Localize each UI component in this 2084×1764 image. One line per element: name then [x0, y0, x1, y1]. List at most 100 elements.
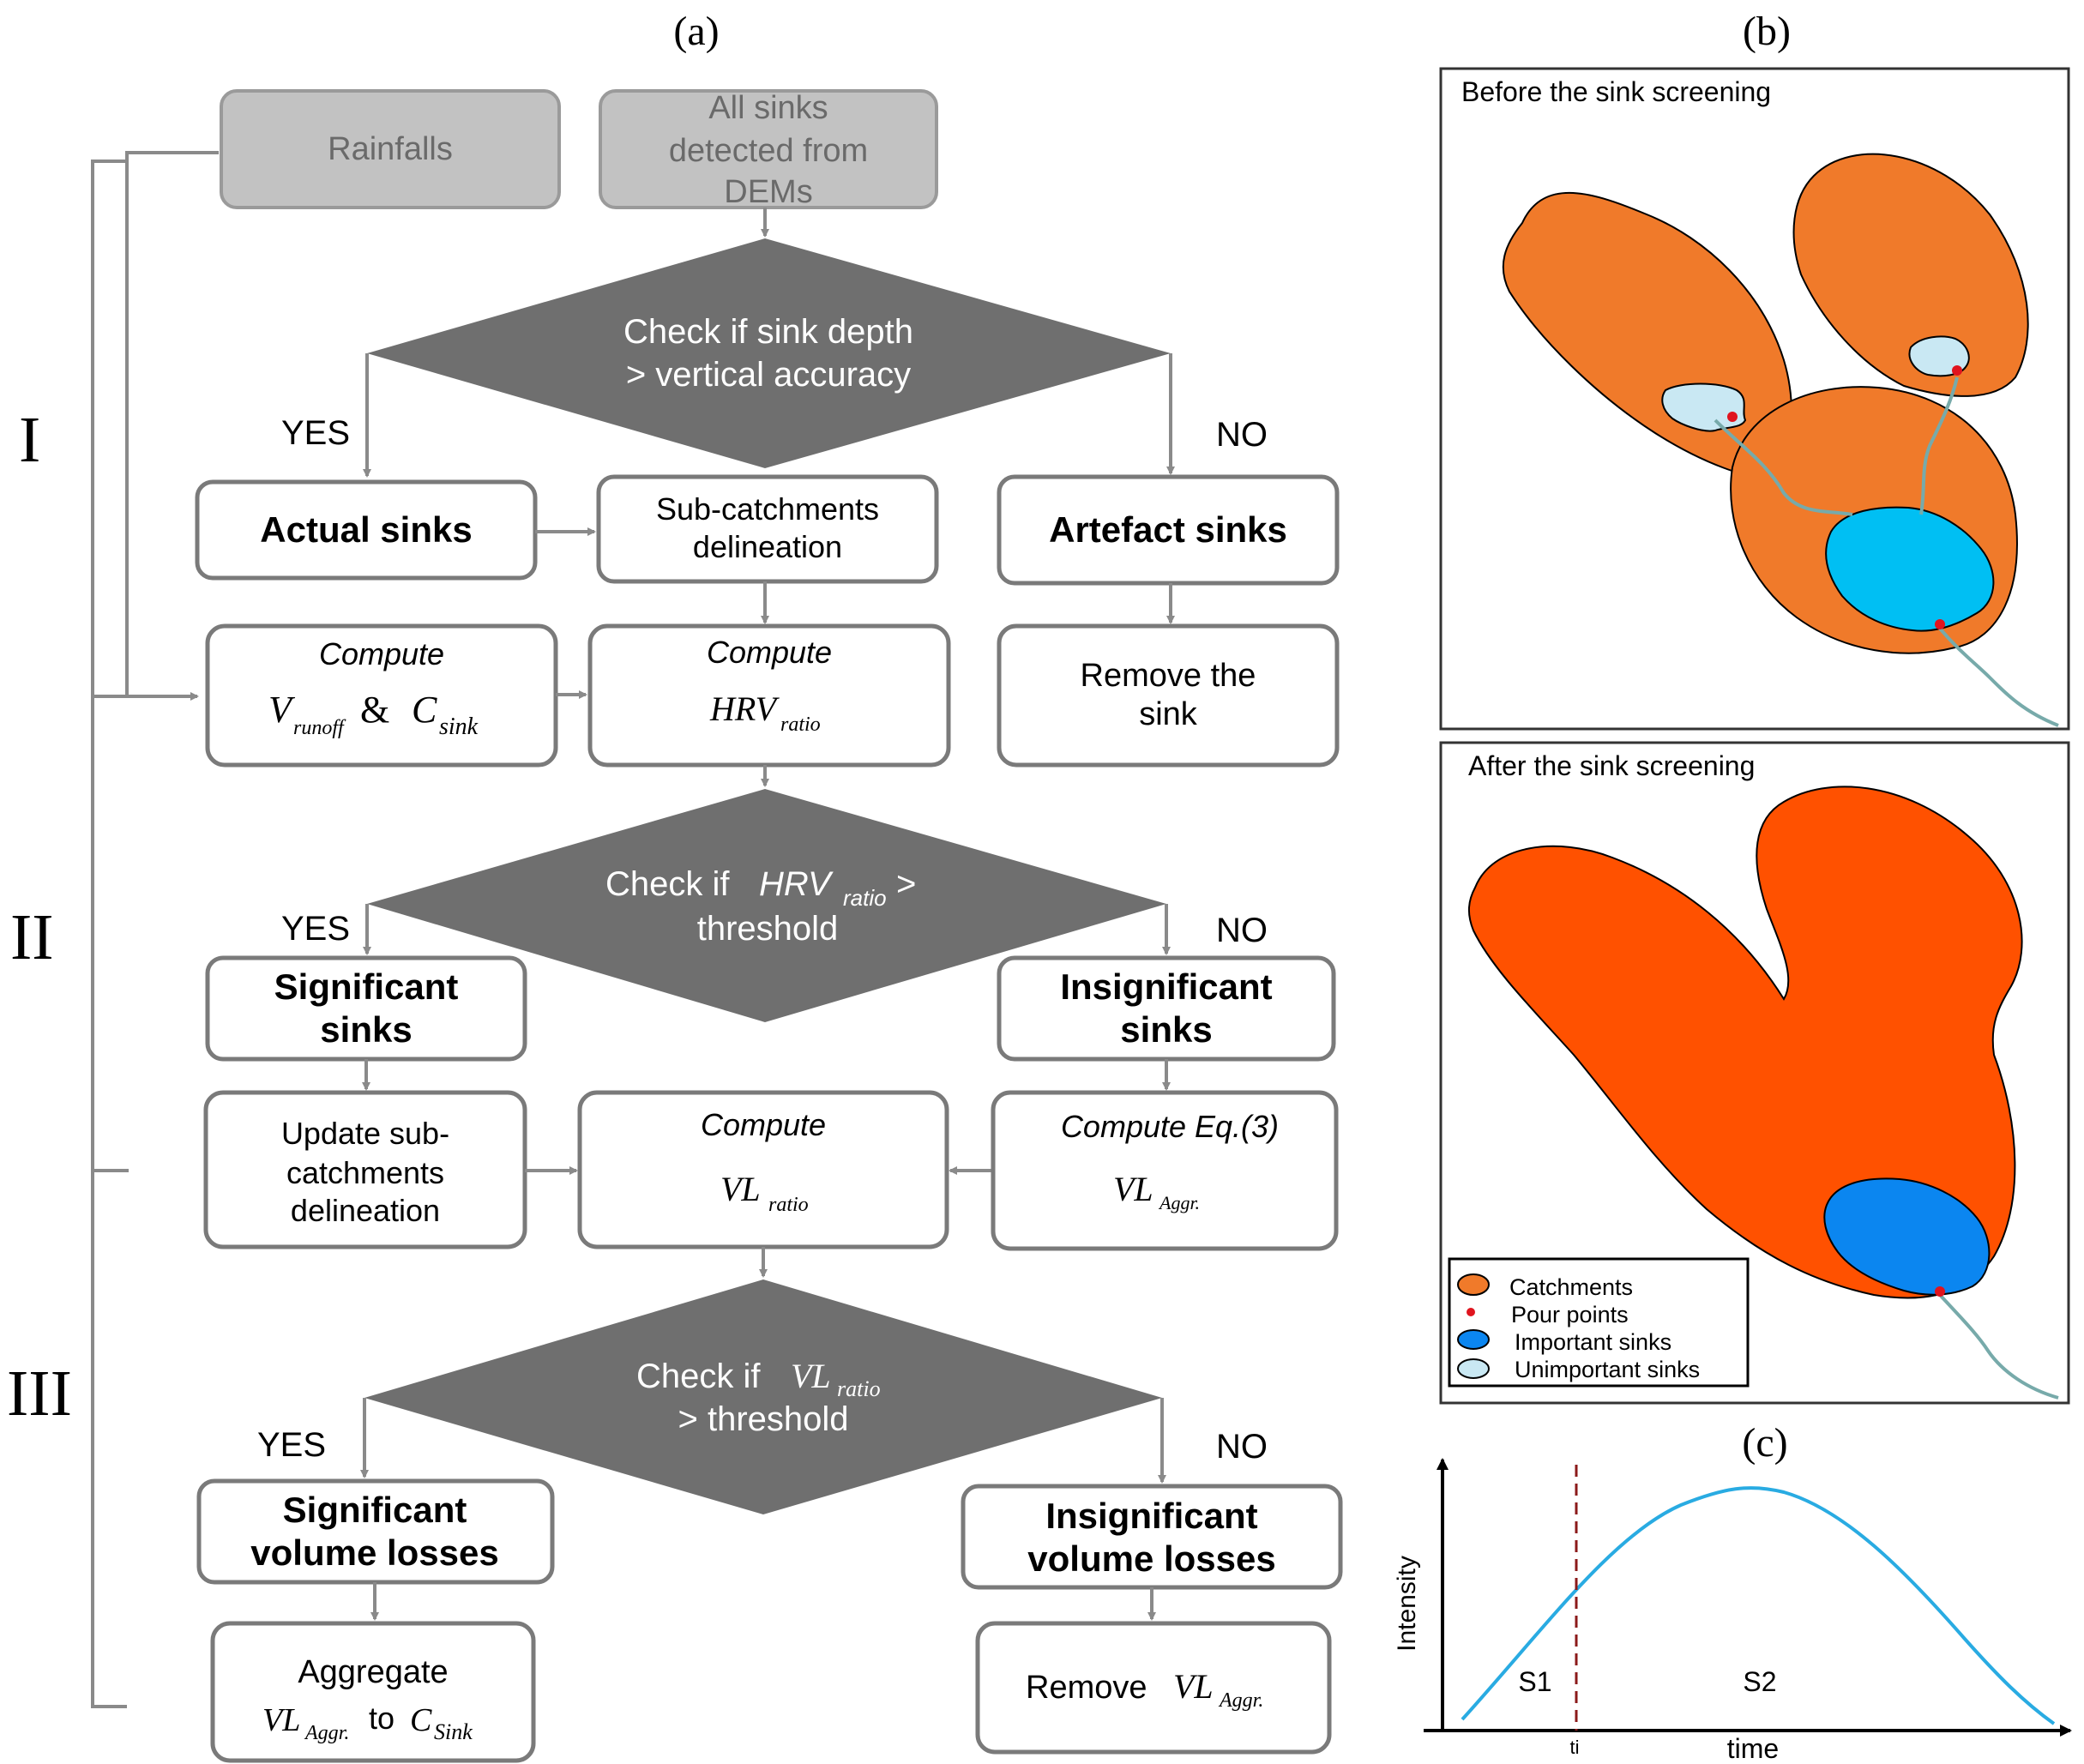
unimportant-sink-left [1661, 382, 1747, 432]
compute3-title: Compute [701, 1107, 826, 1142]
decision3-sub: ratio [837, 1376, 881, 1401]
chart-tick-ti: ti [1570, 1737, 1580, 1758]
remove-sink-box: Remove the sink [997, 623, 1340, 768]
insigvol-line2: volume losses [1027, 1538, 1275, 1579]
compute4-sub: Aggr. [1158, 1192, 1200, 1213]
panel-label-c: (c) [1742, 1420, 1787, 1466]
pour-point-after [1935, 1286, 1945, 1297]
decision-vl: Check if VL ratio > threshold [364, 1279, 1162, 1514]
legend-pour-points: Pour points [1511, 1302, 1629, 1328]
compute3-var: VL [720, 1170, 761, 1208]
stream-before-outlet [1938, 627, 2059, 727]
decision2-sub: ratio [843, 885, 887, 911]
stage-brackets [91, 151, 219, 1708]
remove-sink-line2: sink [1139, 696, 1198, 732]
compute-vlaggr-box: Compute Eq.(3) VL Aggr. [991, 1090, 1339, 1251]
legend-unimportant-swatch [1457, 1358, 1490, 1379]
all-sinks-box: All sinks detected from DEMs [599, 89, 938, 210]
compute1-v-sub: runoff [293, 717, 346, 739]
insignificant-volume-box: Insignificant volume losses [961, 1484, 1343, 1590]
compute2-title: Compute [707, 635, 832, 670]
compute-vrunoff-box: Compute V runoff & C sink [205, 623, 558, 768]
insigvol-line1: Insignificant [1045, 1496, 1257, 1536]
compute1-title: Compute [319, 636, 444, 671]
compute3-sub: ratio [768, 1194, 809, 1216]
decision2-post: > [896, 865, 916, 903]
sigvol-line1: Significant [283, 1490, 467, 1530]
decision2-line2: threshold [697, 910, 839, 948]
panel-after-screening: After the sink screening Catchments Pour… [1439, 741, 2070, 1405]
compute2-sub: ratio [780, 713, 821, 736]
panel-c-chart: Intensity time ti S1 S2 [1393, 1458, 2072, 1764]
decision1-line1: Check if sink depth [623, 313, 913, 351]
compute1-c-sub: sink [439, 713, 479, 740]
legend-catchment-swatch [1457, 1273, 1490, 1296]
aggregate-c-sub: Sink [434, 1719, 473, 1744]
decision-sink-depth: Check if sink depth > vertical accuracy [367, 238, 1171, 468]
remove-pre: Remove [1026, 1670, 1156, 1706]
legend-pour-point-swatch [1467, 1308, 1475, 1316]
stream-before-left [1714, 418, 1853, 516]
decision3-var: VL [791, 1357, 831, 1395]
compute-vlratio-box: Compute VL ratio [577, 1090, 949, 1249]
stage-label-2: II [10, 901, 54, 973]
stage-label-3: III [7, 1358, 72, 1430]
all-sinks-line2: detected from [669, 133, 868, 169]
yes-label-3: YES [257, 1426, 326, 1464]
insignificant-sinks-line2: sinks [1120, 1009, 1212, 1050]
chart-s1: S1 [1518, 1666, 1551, 1697]
artefact-sinks-box: Artefact sinks [997, 474, 1340, 586]
pour-point-before-3 [1935, 619, 1945, 629]
unimportant-sink-right [1908, 335, 1970, 377]
update-subcatchments-box: Update sub- catchments delineation [203, 1090, 527, 1249]
insignificant-sinks-line1: Insignificant [1060, 966, 1272, 1007]
important-sink-before [1825, 506, 1995, 632]
update-line3: delineation [291, 1193, 440, 1228]
artefact-sinks-label: Artefact sinks [1049, 509, 1287, 550]
compute4-title: Compute Eq.(3) [1061, 1109, 1279, 1144]
legend-catchments: Catchments [1509, 1274, 1633, 1300]
subcatchments-line2: delineation [693, 529, 842, 564]
chart-ylabel: Intensity [1393, 1556, 1421, 1652]
decision2-pre: Check if [605, 865, 730, 903]
yes-label-1: YES [281, 414, 350, 452]
compute4-var: VL [1113, 1170, 1153, 1208]
compute1-amp: & [360, 689, 389, 731]
decision3-line2: > threshold [678, 1400, 848, 1438]
actual-sinks-label: Actual sinks [260, 509, 472, 550]
compute1-c: C [412, 689, 437, 731]
legend-unimportant: Unimportant sinks [1515, 1357, 1700, 1382]
legend-important-swatch [1457, 1329, 1490, 1350]
remove-var: VL [1173, 1667, 1214, 1706]
aggregate-to: to [360, 1701, 403, 1736]
decision3-pre: Check if [636, 1358, 761, 1395]
intensity-curve [1461, 1486, 2056, 1725]
decision-hrv: Check if HRV ratio > threshold [367, 789, 1166, 1022]
panel-label-b: (b) [1743, 9, 1791, 54]
remove-vlaggr-box: Remove VL Aggr. [975, 1621, 1332, 1755]
pour-point-before-1 [1727, 412, 1738, 422]
chart-s2: S2 [1743, 1666, 1776, 1697]
actual-sinks-box: Actual sinks [195, 479, 538, 581]
rainfalls-box: Rainfalls [220, 89, 561, 209]
significant-sinks-line2: sinks [320, 1009, 412, 1050]
compute1-v: V [268, 689, 296, 731]
all-sinks-line3: DEMs [724, 174, 812, 210]
aggregate-box: Aggregate VL Aggr. to C Sink [210, 1621, 536, 1763]
aggregate-var: VL [262, 1702, 300, 1738]
stream-after-outlet [1938, 1293, 2059, 1400]
remove-sub: Aggr. [1218, 1689, 1263, 1712]
rainfalls-label: Rainfalls [328, 131, 453, 167]
compute2-var: HRV [709, 689, 780, 728]
no-label-3: NO [1216, 1428, 1268, 1466]
panel-label-a: (a) [673, 9, 719, 54]
decision2-var: HRV [759, 865, 834, 903]
no-label-1: NO [1216, 416, 1268, 454]
panel-before-screening: Before the sink screening [1439, 67, 2070, 731]
yes-label-2: YES [281, 910, 350, 948]
significant-sinks-box: Significant sinks [205, 955, 527, 1062]
significant-volume-box: Significant volume losses [196, 1478, 555, 1585]
insignificant-sinks-box: Insignificant sinks [997, 955, 1336, 1062]
chart-xlabel: time [1727, 1733, 1779, 1764]
